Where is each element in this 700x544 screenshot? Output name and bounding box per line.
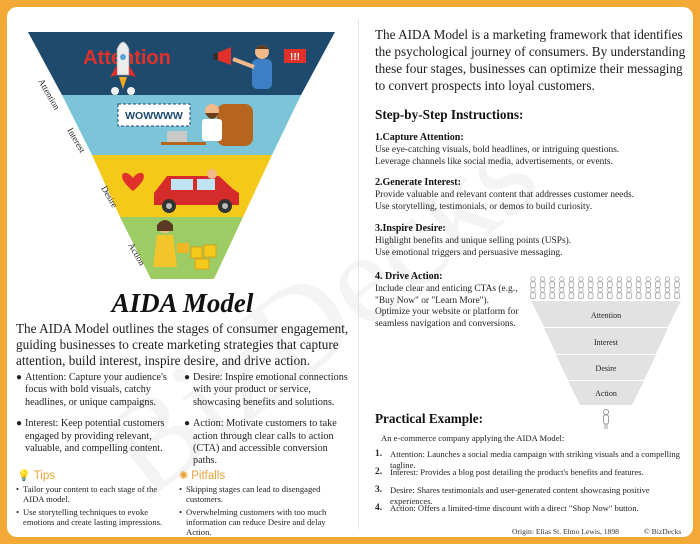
example-item: 1.Attention: Launches a social media cam…: [375, 449, 680, 470]
intro-paragraph: The AIDA Model outlines the stages of co…: [16, 321, 349, 368]
aida-funnel-illustration: Attention !!! WOWWWW: [28, 32, 335, 279]
pitfall-item: •Overwhelming customers with too much in…: [179, 506, 327, 537]
mini-funnel-band-action: [568, 381, 644, 405]
example-heading: Practical Example:: [375, 411, 484, 426]
tips-list: •Tailor your content to each stage of th…: [16, 484, 174, 529]
pitfall-item: •Skipping stages can lead to disengaged …: [179, 484, 321, 505]
lightbulb-icon: 💡: [17, 470, 31, 482]
megaphone-person-icon: !!!: [213, 45, 306, 89]
page-title: AIDA Model: [111, 288, 254, 318]
example-intro: An e-commerce company applying the AIDA …: [381, 433, 565, 443]
example-item: 4.Action: Offers a limited-time discount…: [375, 503, 639, 513]
warning-gear-icon: ✺: [179, 470, 189, 482]
pitfalls-heading: ✺Pitfalls: [179, 469, 226, 483]
step-2: 2.Generate Interest: Provide valuable an…: [375, 177, 635, 212]
mini-funnel-label: Interest: [594, 338, 619, 347]
crowd-icon: [530, 276, 680, 299]
mini-funnel-band-desire: [556, 355, 656, 380]
bullet-item: ●Interest: Keep potential customers enga…: [16, 418, 165, 455]
mini-funnel-label: Action: [595, 389, 617, 398]
laptop-man-icon: [161, 104, 253, 146]
rocket-icon: [110, 41, 136, 95]
copyright: © BizDecks: [644, 527, 682, 536]
mini-funnel-band-attention: [531, 301, 681, 327]
bullet-item: ●Attention: Capture your audience's focu…: [16, 372, 167, 408]
origin-credit: Origin: Elias St. Elmo Lewis, 1898: [512, 527, 619, 536]
step-4: 4. Drive Action: Include clear and entic…: [375, 271, 519, 330]
funnel-band-attention: [28, 32, 335, 95]
mini-funnel-label: Attention: [591, 311, 621, 320]
wow-sign-text: WOWWWW: [125, 110, 183, 122]
right-intro-paragraph: The AIDA Model is a marketing framework …: [375, 27, 686, 93]
single-person-icon: [603, 408, 610, 429]
step-3: 3.Inspire Desire: Highlight benefits and…: [375, 223, 572, 258]
pitfalls-list: •Skipping stages can lead to disengaged …: [179, 484, 347, 537]
mini-funnel-diagram: Attention Interest Desire Action: [530, 276, 681, 429]
bullet-item: ●Desire: Inspire emotional connections w…: [184, 372, 348, 408]
column-divider: [358, 19, 359, 529]
infographic-card: BizDecks Attention !!!: [7, 7, 693, 537]
bullet-column-right: ●Desire: Inspire emotional connections w…: [184, 372, 349, 476]
bullet-column-left: ●Attention: Capture your audience's focu…: [16, 372, 178, 463]
bullet-dot-icon: ●: [184, 418, 191, 430]
steps-heading: Step-by-Step Instructions:: [375, 107, 524, 122]
tip-item: •Use storytelling techniques to evoke em…: [16, 506, 163, 527]
mini-funnel-label: Desire: [596, 364, 617, 373]
megaphone-sign-text: !!!: [290, 52, 300, 63]
tip-item: •Tailor your content to each stage of th…: [16, 484, 158, 505]
mini-funnel-band-interest: [544, 328, 668, 354]
wow-sign: [117, 103, 191, 127]
example-item: 2.Interest: Provides a blog post detaili…: [375, 467, 644, 477]
tips-heading: 💡Tips: [17, 469, 56, 483]
bullet-item: ●Action: Motivate customers to take acti…: [184, 418, 337, 467]
example-item: 3.Desire: Shares testimonials and user-g…: [375, 485, 650, 506]
woman-with-gifts-icon: [153, 220, 217, 270]
car-icon: [154, 169, 239, 213]
heart-icon: [122, 172, 144, 191]
bullet-dot-icon: ●: [16, 418, 23, 430]
bullet-dot-icon: ●: [16, 372, 23, 383]
step-1: 1.Capture Attention: Use eye-catching vi…: [375, 132, 620, 167]
bullet-dot-icon: ●: [184, 372, 191, 383]
